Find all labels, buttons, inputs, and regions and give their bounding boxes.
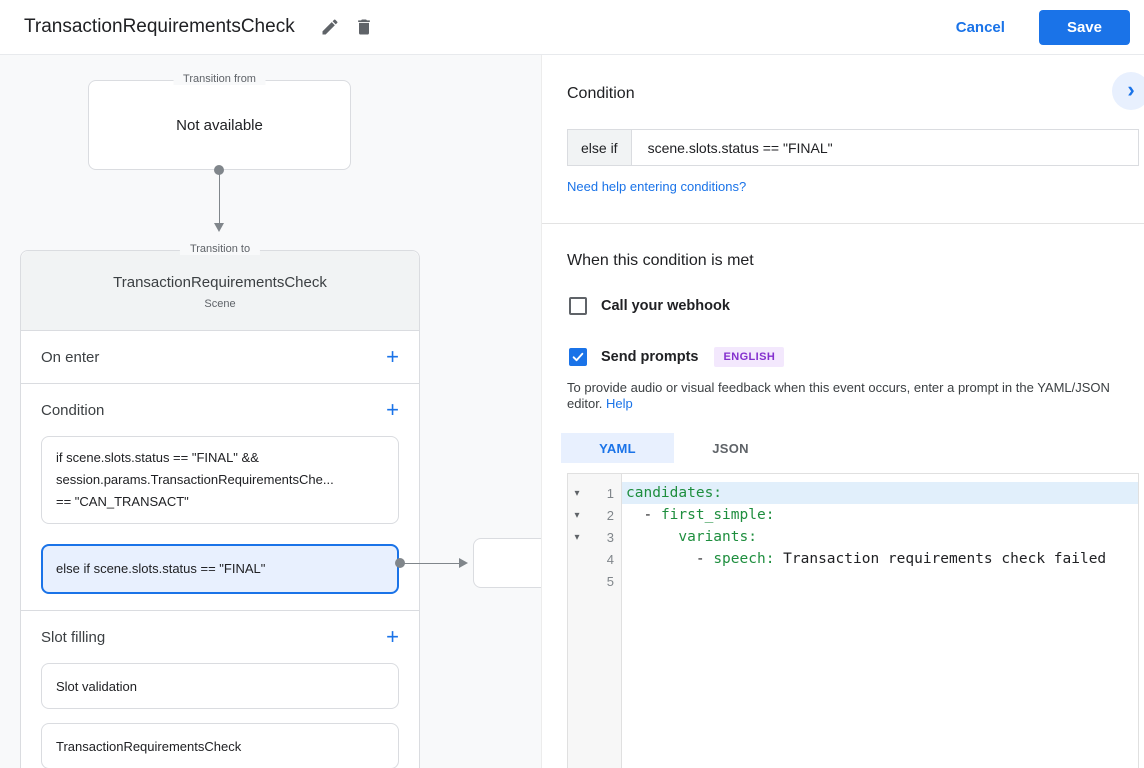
condition-item-elseif[interactable]: else if scene.slots.status == "FINAL" — [41, 544, 399, 594]
transition-from-legend: Transition from — [173, 73, 266, 85]
line-number: 4 — [606, 551, 614, 567]
slot-item-label: TransactionRequirementsCheck — [56, 738, 242, 754]
connector-line — [403, 562, 461, 564]
prompts-description: To provide audio or visual feedback when… — [567, 380, 1139, 412]
slot-filling-section: Slot filling + Slot validation Transacti… — [21, 611, 419, 768]
fold-arrow-icon[interactable]: ▾ — [574, 509, 580, 521]
collapse-panel-button[interactable]: › — [1112, 72, 1144, 110]
connector-arrow-head-icon — [459, 558, 468, 568]
condition-elseif-text: else if scene.slots.status == "FINAL" — [56, 561, 266, 576]
gutter-row: ▾2 — [568, 504, 621, 526]
on-enter-label: On enter — [41, 348, 100, 366]
gutter-row: ▾1 — [568, 482, 621, 504]
tab-yaml[interactable]: YAML — [561, 433, 674, 463]
transition-target-node[interactable] — [473, 538, 541, 588]
transition-arrow-down — [214, 165, 224, 237]
help-link[interactable]: Help — [606, 396, 633, 411]
edit-scene-button[interactable] — [313, 10, 347, 44]
transition-to-card: Transition to TransactionRequirementsChe… — [20, 243, 420, 768]
line-number: 2 — [606, 507, 614, 523]
slot-item-label: Slot validation — [56, 678, 137, 694]
add-on-enter-button[interactable]: + — [386, 344, 399, 369]
code-line: - first_simple: — [643, 507, 775, 523]
webhook-row: Call your webhook — [567, 297, 1139, 315]
tab-json[interactable]: JSON — [712, 440, 749, 456]
line-number: 3 — [606, 529, 614, 545]
transition-from-content: Not available — [176, 116, 263, 134]
panel-heading: Condition — [567, 85, 635, 102]
condition-operator-label: else if — [568, 130, 632, 165]
page-title: TransactionRequirementsCheck — [24, 16, 295, 37]
when-met-heading: When this condition is met — [567, 252, 754, 269]
add-condition-button[interactable]: + — [386, 397, 399, 422]
on-enter-section: On enter + — [21, 331, 419, 384]
panel-divider — [542, 223, 1144, 224]
arrow-line — [218, 173, 220, 225]
send-prompts-label: Send prompts — [601, 349, 699, 365]
condition-if-line2: session.params.TransactionRequirementsCh… — [56, 472, 334, 487]
condition-if-line1: if scene.slots.status == "FINAL" && — [56, 450, 259, 465]
fold-arrow-icon[interactable]: ▾ — [574, 531, 580, 543]
toolbar: TransactionRequirementsCheck Cancel Save — [0, 0, 1144, 55]
gutter-row: 5 — [568, 570, 621, 592]
scene-card-header[interactable]: TransactionRequirementsCheck Scene — [21, 251, 419, 331]
scene-type-label: Scene — [204, 298, 236, 310]
slot-validation-item[interactable]: Slot validation — [41, 663, 399, 709]
trash-icon — [357, 19, 370, 35]
line-number: 1 — [606, 485, 614, 501]
connector-dot — [395, 558, 405, 568]
scene-name: TransactionRequirementsCheck — [113, 274, 327, 291]
code-line: candidates: — [622, 482, 1138, 504]
save-button[interactable]: Save — [1038, 9, 1130, 45]
send-prompts-checkbox[interactable] — [569, 348, 587, 366]
arrow-origin-dot — [214, 165, 224, 175]
delete-scene-button[interactable] — [347, 10, 381, 44]
slot-filling-label: Slot filling — [41, 628, 106, 646]
transition-from-node: Transition from Not available — [88, 73, 351, 170]
condition-section: Condition + if scene.slots.status == "FI… — [21, 384, 419, 611]
gutter-row: 4 — [568, 548, 621, 570]
editor-gutter: ▾1 ▾2 ▾3 4 5 — [568, 474, 622, 768]
pencil-icon — [322, 19, 338, 35]
condition-expression-row: else if — [567, 129, 1139, 166]
gutter-row: ▾3 — [568, 526, 621, 548]
condition-if-line3: == "CAN_TRANSACT" — [56, 494, 189, 509]
transition-to-legend: Transition to — [179, 243, 261, 255]
yaml-editor[interactable]: ▾1 ▾2 ▾3 4 5 candidates: - first_simple:… — [567, 473, 1139, 768]
code-line — [622, 570, 1138, 592]
language-badge: ENGLISH — [714, 347, 785, 367]
check-icon — [572, 352, 584, 362]
editor-code-area[interactable]: candidates: - first_simple: variants: - … — [622, 474, 1138, 768]
condition-item-if[interactable]: if scene.slots.status == "FINAL" && sess… — [41, 436, 399, 524]
fold-arrow-icon[interactable]: ▾ — [574, 487, 580, 499]
condition-label: Condition — [41, 401, 105, 419]
chevron-right-icon: › — [1127, 76, 1135, 102]
arrow-head-icon — [214, 223, 224, 232]
condition-expression-input[interactable] — [631, 130, 1138, 165]
send-prompts-row: Send prompts ENGLISH — [567, 347, 1139, 367]
condition-detail-panel: › Condition else if Need help entering c… — [541, 55, 1144, 768]
add-slot-button[interactable]: + — [386, 624, 399, 649]
scene-diagram-canvas[interactable]: Transition from Not available Transition… — [0, 55, 541, 768]
conditions-help-link[interactable]: Need help entering conditions? — [567, 179, 747, 194]
cancel-button[interactable]: Cancel — [938, 11, 1023, 44]
code-line: - speech: Transaction requirements check… — [695, 551, 1107, 567]
line-number: 5 — [606, 573, 614, 589]
description-text: To provide audio or visual feedback when… — [567, 380, 1110, 411]
editor-tabs: YAML JSON — [561, 433, 1139, 463]
slot-transaction-item[interactable]: TransactionRequirementsCheck — [41, 723, 399, 768]
code-line: variants: — [678, 529, 757, 545]
webhook-checkbox[interactable] — [569, 297, 587, 315]
webhook-label: Call your webhook — [601, 298, 730, 314]
